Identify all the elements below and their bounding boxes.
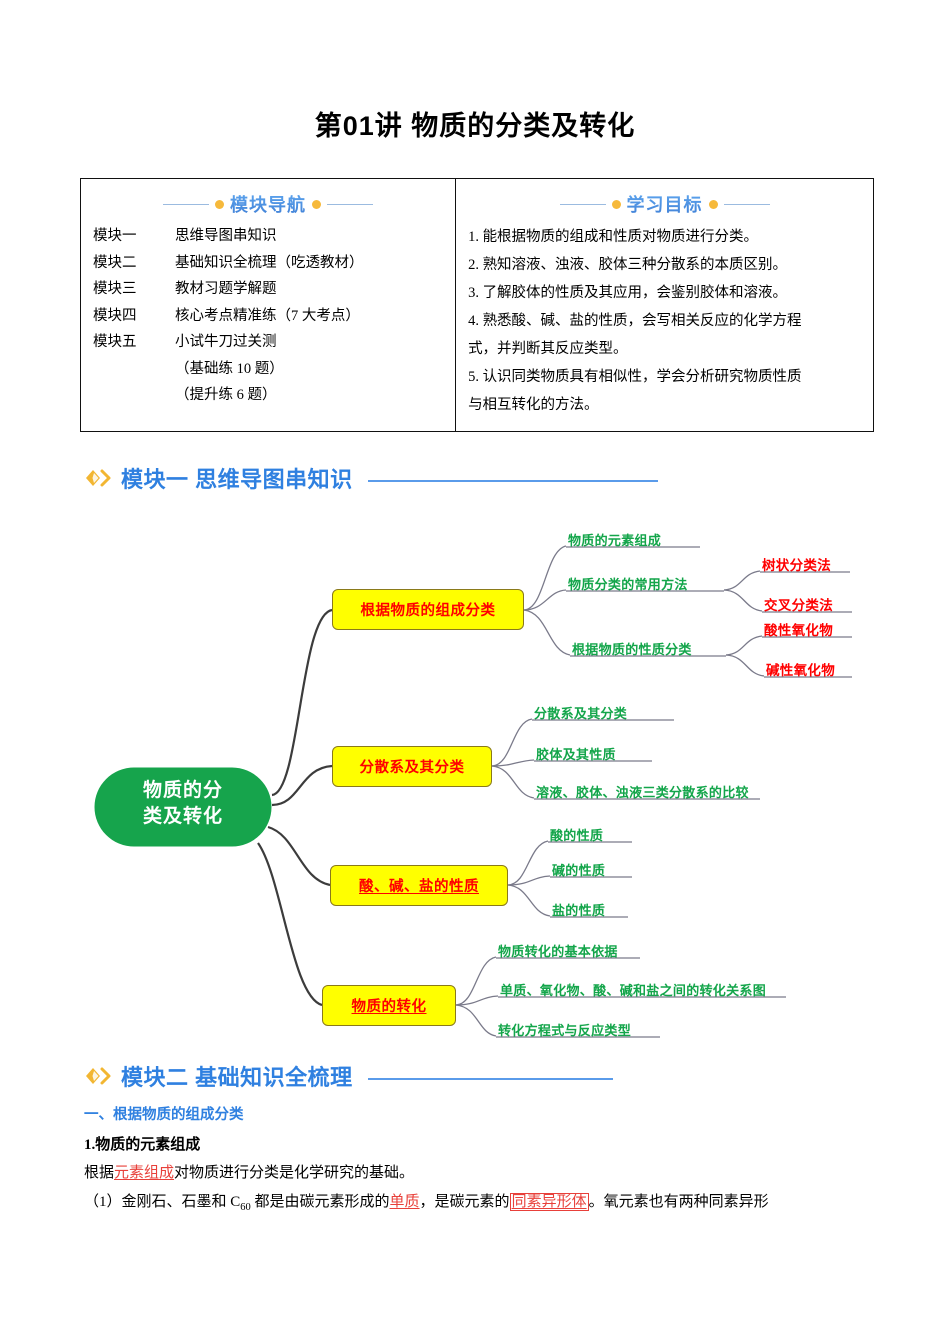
module-nav-column: 模块导航 模块一 思维导图串知识 模块二 基础知识全梳理（吃透教材） 模块三 教…: [81, 179, 457, 431]
mindmap-sub-label[interactable]: 物质的元素组成: [568, 533, 662, 548]
module-value: （基础练 10 题）: [175, 360, 284, 377]
module-value: 思维导图串知识: [175, 228, 277, 244]
caption-rule-left: [163, 203, 210, 205]
mindmap-sub-label[interactable]: 碱的性质: [552, 863, 606, 878]
para2-highlight-1: 单质: [389, 1194, 420, 1210]
section-title: 模块一 思维导图串知识: [121, 467, 353, 492]
page-title: 第01讲 物质的分类及转化: [314, 111, 636, 141]
para2-highlight-2: 同素异形体: [509, 1193, 589, 1211]
goal-item: 1. 能根据物质的组成和性质对物质进行分类。: [468, 229, 759, 245]
caption-rule-left: [559, 203, 606, 205]
branch-label: 根据物质的组成分类: [360, 603, 496, 619]
branch-label: 物质的转化: [351, 999, 427, 1015]
section-rule: [367, 1077, 613, 1080]
learning-goals-column: 学习目标 1. 能根据物质的组成和性质对物质进行分类。 2. 熟知溶液、浊液、胶…: [456, 179, 873, 431]
content-heading-black: 1.物质的元素组成: [84, 1137, 201, 1153]
module-row: （提升练 6 题）: [93, 382, 443, 409]
para2-part-d: 。氧元素也有两种同素异形: [588, 1194, 769, 1210]
goal-item: 与相互转化的方法。: [468, 397, 599, 413]
para2-part-c: ，是碳元素的: [419, 1194, 510, 1210]
mindmap-sub-label[interactable]: 物质转化的基本依据: [498, 944, 618, 959]
mindmap-leaf[interactable]: 树状分类法: [762, 558, 831, 573]
mindmap-branch-composition[interactable]: 根据物质的组成分类: [332, 589, 524, 630]
module-key: 模块一: [93, 228, 137, 244]
para2-subscript: 60: [240, 1202, 251, 1213]
section-header-module-1: 模块一 思维导图串知识: [84, 462, 874, 494]
diamond-chevron-icon: [86, 469, 111, 487]
module-value: 教材习题学解题: [175, 281, 277, 297]
caption-rule-right: [327, 203, 374, 205]
mindmap-sub-label[interactable]: 分散系及其分类: [534, 706, 628, 721]
goal-item: 2. 熟知溶液、浊液、胶体三种分散系的本质区别。: [468, 257, 788, 273]
para2-part-a: （1）金刚石、石墨和 C: [84, 1194, 241, 1210]
module-value: 基础知识全梳理（吃透教材）: [175, 254, 364, 271]
caption-dot-right-icon: [708, 199, 718, 209]
mindmap-sub-label[interactable]: 盐的性质: [552, 903, 606, 918]
mindmap-sub-label[interactable]: 物质分类的常用方法: [568, 577, 688, 592]
mindmap-sub-label[interactable]: 酸的性质: [550, 828, 604, 843]
module-row: 模块三 教材习题学解题: [93, 276, 443, 303]
goal-item: 3. 了解胶体的性质及其应用，会鉴别胶体和溶液。: [468, 285, 788, 301]
mindmap-sub-label[interactable]: 转化方程式与反应类型: [498, 1023, 632, 1038]
module-row: 模块二 基础知识全梳理（吃透教材）: [93, 250, 443, 277]
caption-dot-right-icon: [312, 199, 322, 209]
module-key: 模块五: [93, 334, 137, 350]
mindmap: 物质的分 类及转化 根据物质的组成分类 分散系及其分类 酸、碱、盐的性质 物质的…: [0, 505, 950, 1055]
mindmap-center-node[interactable]: 物质的分 类及转化: [95, 768, 271, 846]
mindmap-leaf[interactable]: 交叉分类法: [764, 598, 833, 613]
module-row: 模块四 核心考点精准练（7 大考点）: [93, 303, 443, 330]
module-row: 模块五 小试牛刀过关测: [93, 329, 443, 356]
module-row: 模块一 思维导图串知识: [93, 223, 443, 250]
module-nav-caption: 模块导航: [93, 189, 443, 219]
module-key: [93, 356, 175, 383]
mindmap-branch-acid-base-salt[interactable]: 酸、碱、盐的性质: [330, 865, 508, 906]
para1-highlight: 元素组成: [114, 1165, 175, 1181]
mindmap-connectors: [257, 545, 852, 1038]
section-title: 模块二 基础知识全梳理: [121, 1065, 353, 1090]
branch-label: 酸、碱、盐的性质: [359, 879, 479, 895]
section-header-module-2: 模块二 基础知识全梳理: [84, 1060, 874, 1092]
section-rule: [367, 479, 658, 482]
para1-pre: 根据: [84, 1165, 115, 1181]
caption-dot-left-icon: [611, 199, 621, 209]
mindmap-branch-dispersion[interactable]: 分散系及其分类: [332, 746, 492, 787]
module-key: 模块四: [93, 307, 137, 324]
mindmap-sub-label[interactable]: 胶体及其性质: [536, 747, 616, 762]
module-nav-caption-text: 模块导航: [230, 191, 306, 217]
module-key: [93, 382, 175, 409]
diamond-chevron-icon: [86, 1067, 111, 1085]
mindmap-sub-label[interactable]: 根据物质的性质分类: [572, 642, 692, 657]
module-value: 核心考点精准练（7 大考点）: [175, 307, 360, 324]
goal-item: 5. 认识同类物质具有相似性，学会分析研究物质性质: [468, 369, 802, 385]
caption-dot-left-icon: [215, 199, 225, 209]
module-key: 模块三: [93, 281, 137, 297]
goal-item: 4. 熟悉酸、碱、盐的性质，会写相关反应的化学方程: [468, 313, 802, 329]
mindmap-leaf[interactable]: 碱性氧化物: [766, 663, 835, 678]
mindmap-leaf[interactable]: 酸性氧化物: [764, 623, 833, 638]
mindmap-sub-label[interactable]: 单质、氧化物、酸、碱和盐之间的转化关系图: [500, 983, 767, 998]
content-paragraph-1: 根据元素组成对物质进行分类是化学研究的基础。: [84, 1162, 414, 1184]
module-value: （提升练 6 题）: [175, 387, 277, 403]
mindmap-sub-label[interactable]: 溶液、胶体、浊液三类分散系的比较: [536, 785, 749, 800]
content-heading-blue: 一、根据物质的组成分类: [84, 1107, 244, 1123]
center-line-2: 类及转化: [142, 806, 223, 827]
info-table: 模块导航 模块一 思维导图串知识 模块二 基础知识全梳理（吃透教材） 模块三 教…: [80, 178, 874, 432]
module-value: 小试牛刀过关测: [175, 334, 277, 350]
learning-goals-caption: 学习目标: [468, 189, 861, 219]
module-key: 模块二: [93, 254, 137, 271]
caption-rule-right: [723, 203, 770, 205]
para2-part-b: 都是由碳元素形成的: [250, 1194, 390, 1210]
goal-item: 式，并判断其反应类型。: [468, 341, 628, 357]
learning-goals-caption-text: 学习目标: [627, 191, 703, 217]
content-paragraph-2: （1）金刚石、石墨和 C60 都是由碳元素形成的单质，是碳元素的同素异形体。氧元…: [84, 1191, 769, 1219]
mindmap-branch-transformation[interactable]: 物质的转化: [322, 985, 456, 1026]
branch-label: 分散系及其分类: [359, 760, 465, 776]
para1-post: 对物质进行分类是化学研究的基础。: [174, 1165, 415, 1181]
center-line-1: 物质的分: [142, 780, 223, 801]
module-row: （基础练 10 题）: [93, 356, 443, 383]
